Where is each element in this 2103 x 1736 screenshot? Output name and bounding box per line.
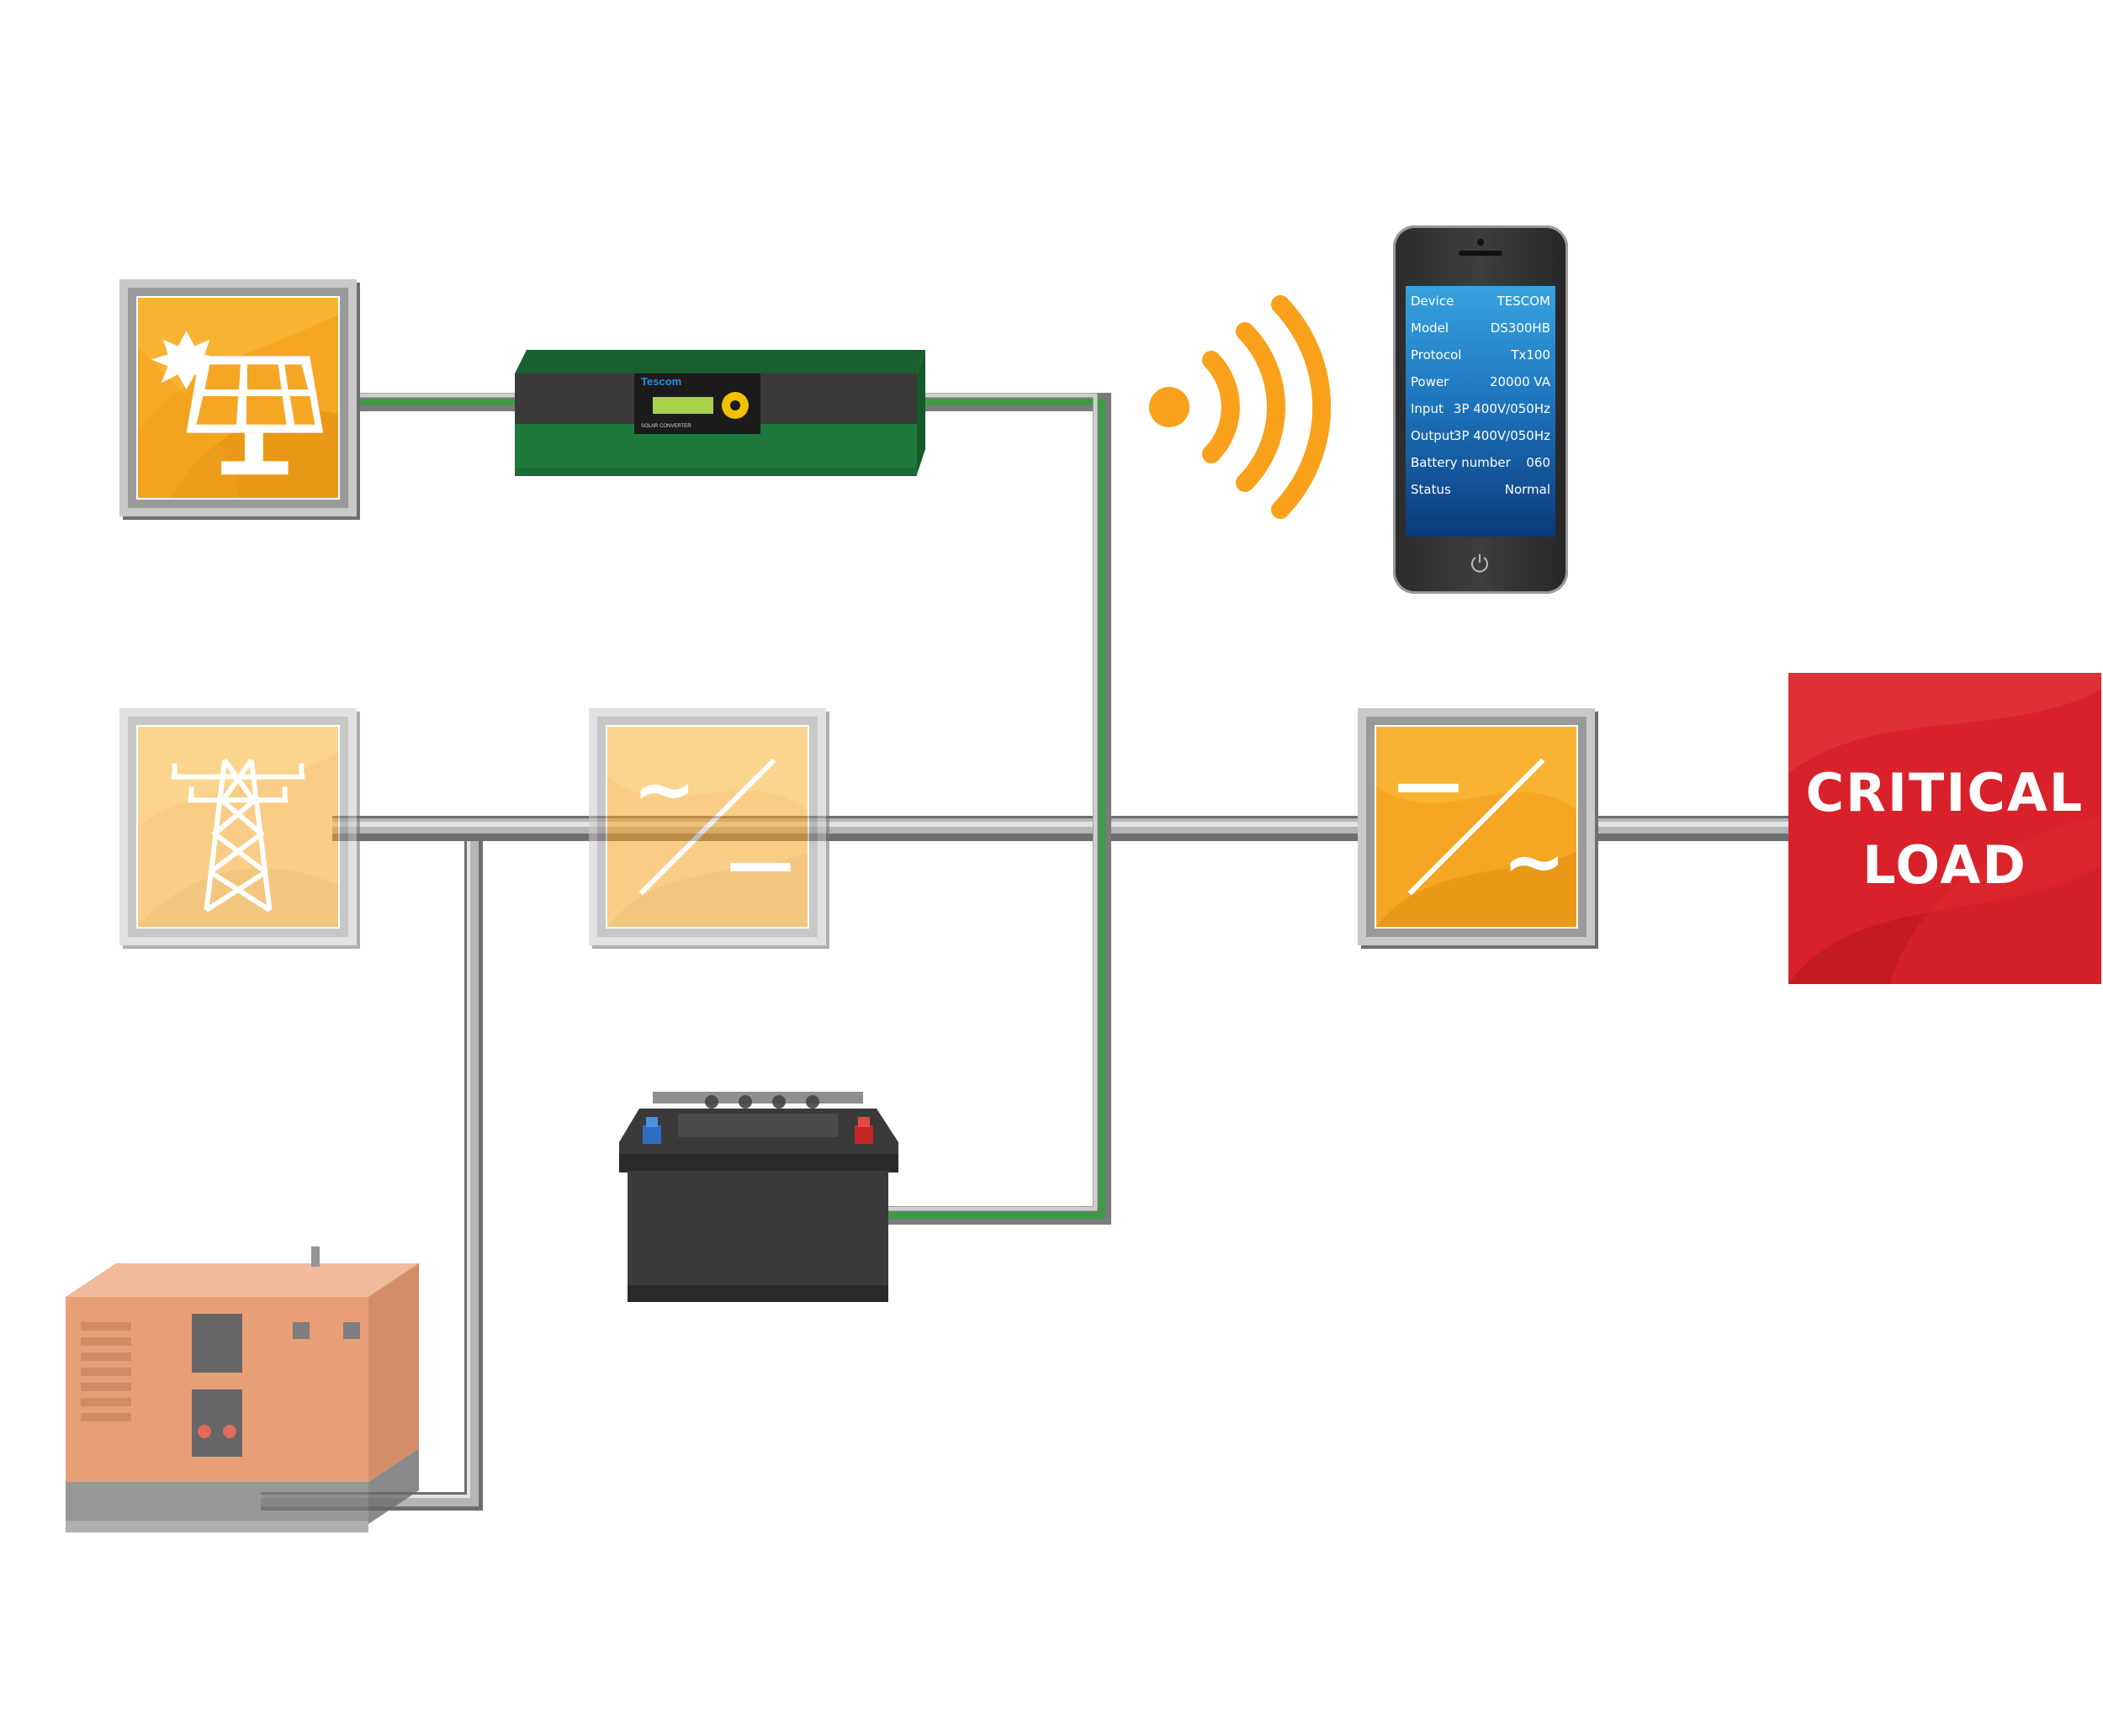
phone-row-key: Status (1411, 482, 1451, 497)
phone-row: Protocol Tx100 (1411, 341, 1550, 368)
inverter-ac-symbol: ~ (1502, 818, 1566, 906)
grid-tower-tile[interactable] (119, 708, 357, 945)
rectifier-frame: ~ — (606, 725, 809, 929)
power-icon[interactable] (1469, 552, 1491, 574)
solar-converter-unit[interactable]: Tescom SOLAR CONVERTER (515, 350, 925, 495)
phone-row-key: Input (1411, 401, 1443, 416)
phone-row-value: TESCOM (1496, 294, 1550, 309)
phone-row: Input 3P 400V/050Hz (1411, 395, 1550, 422)
transmission-tower-icon (138, 727, 338, 927)
critical-load-box[interactable]: CRITICAL LOAD (1788, 673, 2101, 984)
phone-row-key: Model (1411, 320, 1449, 336)
phone-row: Battery number 060 (1411, 449, 1550, 476)
critical-load-line2: LOAD (1862, 834, 2027, 896)
inverter-tile[interactable]: — ~ (1358, 708, 1595, 945)
phone-row: Status Normal (1411, 476, 1550, 503)
converter-chassis (515, 350, 925, 476)
rectifier-ac-symbol: ~ (633, 745, 697, 834)
smartphone[interactable]: Device TESCOM Model DS300HB Protocol Tx1… (1393, 225, 1568, 594)
phone-row: Device TESCOM (1411, 288, 1550, 315)
phone-row: Power 20000 VA (1411, 368, 1550, 395)
generator-icon[interactable] (66, 1246, 431, 1546)
inverter-dc-symbol: — (1395, 744, 1462, 823)
inverter-frame: — ~ (1375, 725, 1578, 929)
phone-row-value: 3P 400V/050Hz (1453, 401, 1550, 416)
phone-row-key: Protocol (1411, 347, 1462, 363)
critical-load-label: CRITICAL LOAD (1788, 757, 2101, 902)
phone-screen: Device TESCOM Model DS300HB Protocol Tx1… (1406, 286, 1555, 537)
phone-row-key: Power (1411, 374, 1449, 389)
battery-icon[interactable] (619, 1083, 900, 1305)
phone-camera (1477, 239, 1484, 246)
converter-brand: Tescom (641, 375, 682, 388)
rectifier-dc-symbol: — (727, 823, 794, 902)
grid-tower-frame (136, 725, 340, 929)
phone-row-value: 3P 400V/050Hz (1453, 428, 1550, 443)
critical-load-background (1788, 673, 2101, 984)
solar-panel-frame (136, 296, 340, 500)
phone-row-value: DS300HB (1490, 320, 1550, 336)
solar-to-converter-line (358, 393, 515, 411)
phone-speaker (1459, 251, 1502, 256)
phone-row: Model DS300HB (1411, 315, 1550, 341)
phone-row-value: 20000 VA (1489, 374, 1550, 389)
phone-row-value: Tx100 (1511, 347, 1550, 363)
rectifier-tile[interactable]: ~ — (589, 708, 826, 945)
inverter-icon (1376, 727, 1576, 927)
phone-row-value: 060 (1526, 455, 1550, 470)
wifi-icon (1149, 295, 1332, 519)
solar-panel-tile[interactable] (119, 279, 357, 516)
converter-model-label: SOLAR CONVERTER (641, 424, 691, 429)
phone-row-value: Normal (1504, 482, 1550, 497)
phone-row-key: Battery number (1411, 455, 1511, 470)
phone-row: Output 3P 400V/050Hz (1411, 422, 1550, 449)
solar-panel-icon (138, 298, 338, 498)
converter-to-battery-line (888, 393, 1111, 1225)
critical-load-line1: CRITICAL (1805, 762, 2084, 823)
phone-row-key: Output (1411, 428, 1455, 443)
phone-row-key: Device (1411, 294, 1454, 309)
rectifier-icon (607, 727, 808, 927)
